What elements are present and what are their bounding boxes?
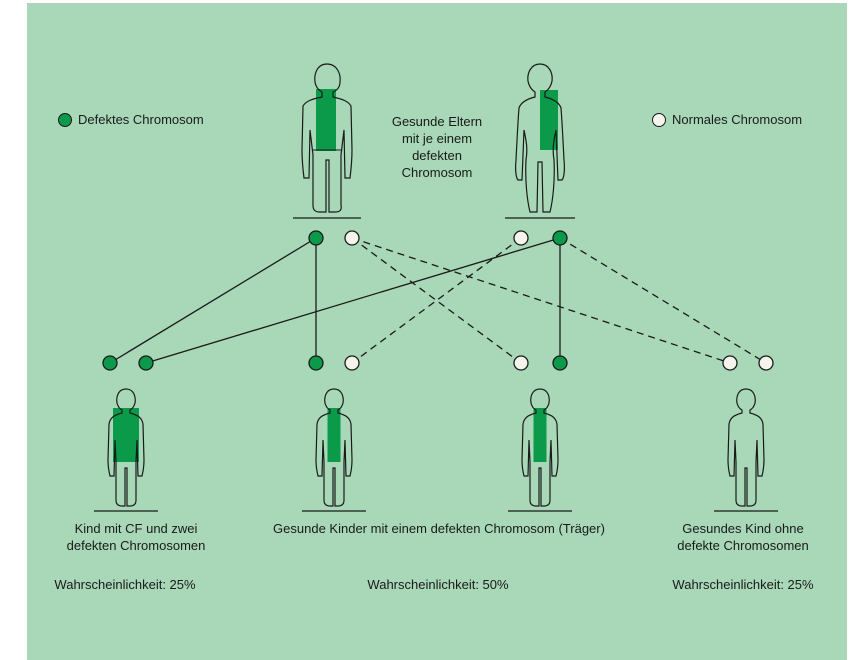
- legend-normal: Normales Chromosom: [652, 112, 802, 127]
- normal-chromosome: [513, 230, 529, 246]
- parent-chromosomes: [308, 230, 568, 246]
- probability-healthy: Wahrscheinlichkeit: 25%: [672, 577, 814, 592]
- solid-line: [109, 237, 317, 364]
- mother-figure: [505, 63, 575, 219]
- normal-chromosome: [722, 355, 738, 371]
- child-cf-caption: Kind mit CF und zwei defekten Chromosome…: [67, 520, 206, 554]
- legend-defect: Defektes Chromosom: [58, 112, 204, 127]
- child-outline: [521, 388, 559, 507]
- child-figure: [714, 388, 778, 512]
- defect-region: [113, 408, 139, 462]
- normal-legend-icon: [652, 112, 666, 127]
- healthy-caption: Gesundes Kind ohne defekte Chromosomen: [677, 520, 809, 554]
- probability-carrier: Wahrscheinlichkeit: 50%: [367, 577, 509, 592]
- legend-defect-label: Defektes Chromosom: [78, 112, 204, 127]
- normal-chromosome: [758, 355, 774, 371]
- child-outline: [315, 388, 353, 507]
- carrier-caption: Gesunde Kinder mit einem defekten Chromo…: [273, 520, 605, 537]
- defect-chromosome: [102, 355, 118, 371]
- caption-line: defekten Chromosomen: [66, 538, 206, 553]
- father-figure: [293, 63, 361, 219]
- dashed-line: [351, 237, 731, 364]
- child-figure: [508, 388, 572, 512]
- defect-region: [533, 408, 547, 462]
- defect-region: [327, 408, 341, 462]
- diagram-background: [27, 3, 847, 660]
- child-figure: [94, 388, 158, 512]
- child-outline: [107, 388, 145, 507]
- child-outline: [727, 388, 765, 507]
- defect-chromosome: [138, 355, 154, 371]
- caption-line: Kind mit CF und zwei: [74, 521, 198, 536]
- parents-label-line: Chromosom: [401, 165, 473, 180]
- defect-chromosome: [552, 355, 568, 371]
- children-figures: [94, 388, 778, 512]
- defect-legend-icon: [58, 112, 72, 127]
- parents-label-line: defekten: [412, 148, 462, 163]
- parents-label-line: Gesunde Eltern: [391, 114, 483, 129]
- caption-line: Gesundes Kind ohne: [682, 521, 804, 536]
- defect-region: [316, 89, 336, 151]
- parents-label: Gesunde Eltern mit je einem defekten Chr…: [392, 113, 482, 181]
- normal-chromosome: [344, 355, 360, 371]
- inheritance-lines: [109, 237, 767, 364]
- defect-chromosome: [308, 230, 324, 246]
- dashed-line: [559, 237, 767, 364]
- probability-cf: Wahrscheinlichkeit: 25%: [54, 577, 196, 592]
- caption-line: defekte Chromosomen: [677, 538, 809, 553]
- defect-chromosome: [552, 230, 568, 246]
- child-chromosomes: [102, 355, 774, 371]
- legend-normal-label: Normales Chromosom: [672, 112, 803, 127]
- normal-chromosome: [513, 355, 529, 371]
- caption-line: Gesunde Kinder mit einem defekten Chromo…: [273, 521, 605, 536]
- child-figure: [302, 388, 366, 512]
- solid-line: [145, 237, 561, 364]
- defect-region: [540, 90, 558, 150]
- parents-label-line: mit je einem: [401, 131, 473, 146]
- defect-chromosome: [308, 355, 324, 371]
- normal-chromosome: [344, 230, 360, 246]
